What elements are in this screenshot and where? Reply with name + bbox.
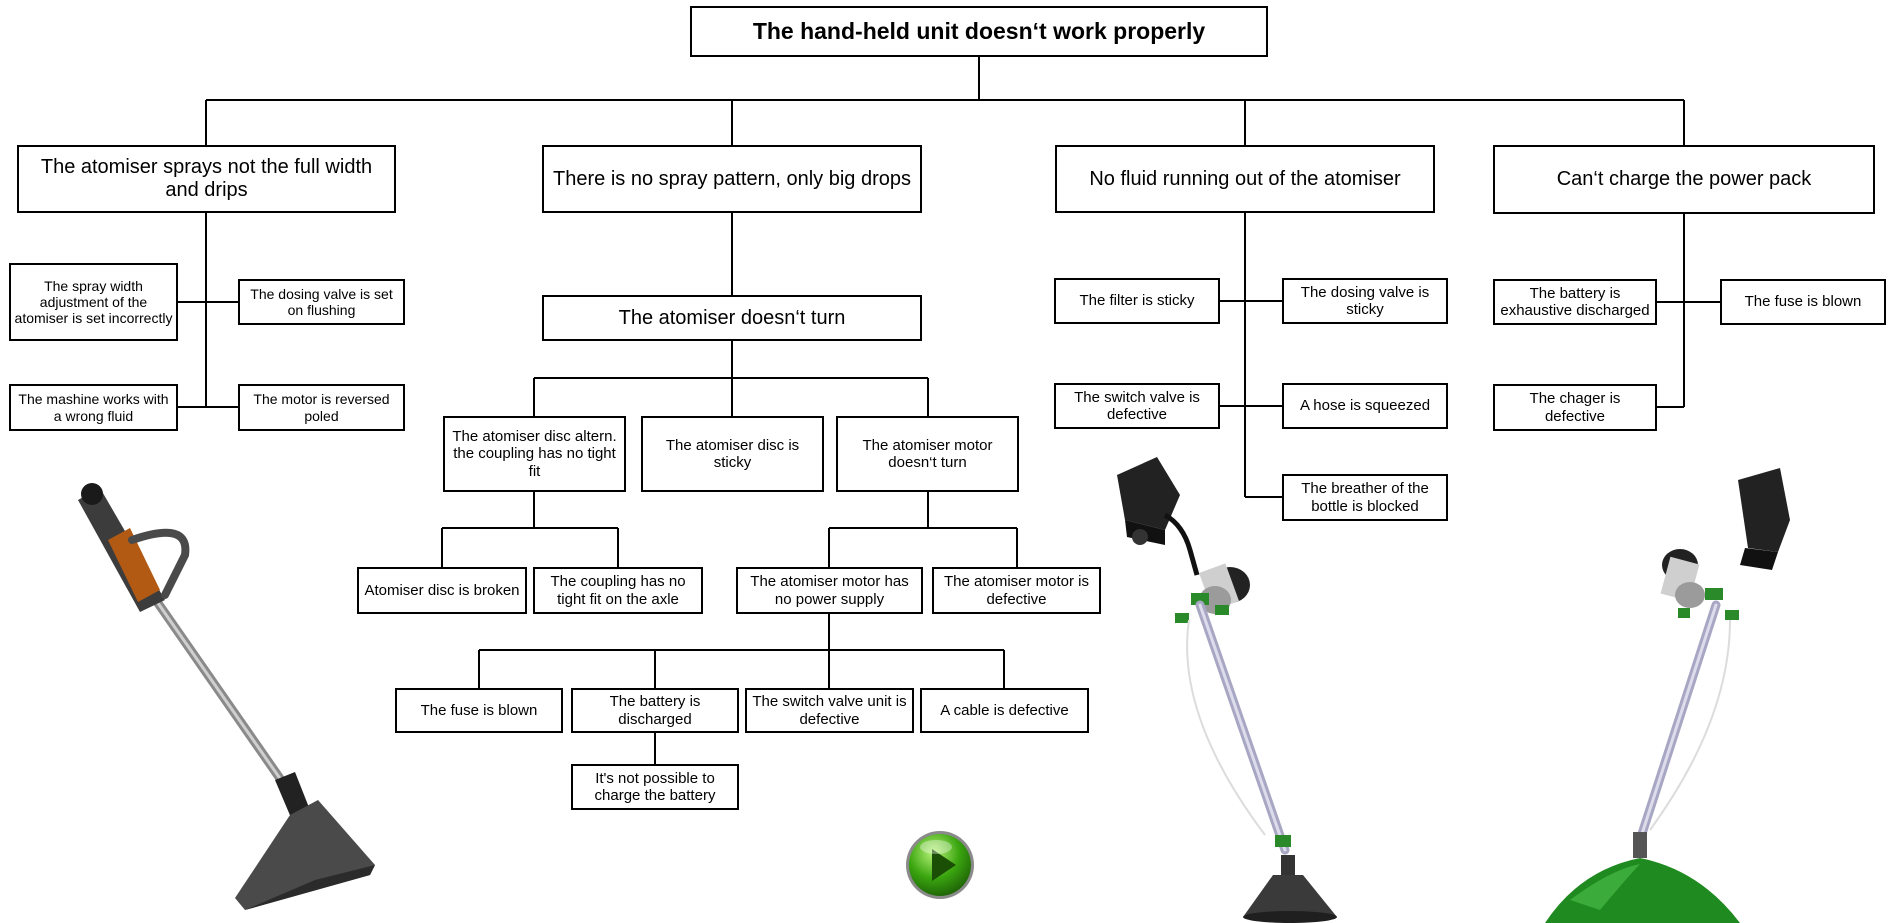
cause-cannot-charge-battery: It's not possible to charge the battery: [571, 764, 739, 810]
cause-disc-coupling-loose: The atomiser disc altern. the coupling h…: [443, 416, 626, 492]
sprayer-black-cone-illustration: [1117, 457, 1337, 923]
branch-spray-width: The atomiser sprays not the full width a…: [17, 145, 396, 213]
branch-no-fluid: No fluid running out of the atomiser: [1055, 145, 1435, 213]
cause-charger-defective: The chager is defective: [1493, 384, 1657, 431]
branch-cant-charge: Can‘t charge the power pack: [1493, 145, 1875, 214]
cause-fuse-blown: The fuse is blown: [395, 688, 563, 733]
cause-battery-discharged: The battery is discharged: [571, 688, 739, 733]
cause-power-fuse-blown: The fuse is blown: [1720, 279, 1886, 325]
cause-battery-exhaustive: The battery is exhaustive discharged: [1493, 279, 1657, 325]
cause-atomiser-doesnt-turn: The atomiser doesn‘t turn: [542, 295, 922, 341]
cause-disc-sticky: The atomiser disc is sticky: [641, 416, 824, 492]
cause-breather-blocked: The breather of the bottle is blocked: [1282, 474, 1448, 521]
cause-coupling-axle: The coupling has no tight fit on the axl…: [533, 567, 703, 614]
cause-motor-doesnt-turn: The atomiser motor doesn‘t turn: [836, 416, 1019, 492]
root-problem: The hand-held unit doesn‘t work properly: [690, 6, 1268, 57]
cause-spray-width-adjustment: The spray width adjustment of the atomis…: [9, 263, 178, 341]
cause-hose-squeezed: A hose is squeezed: [1282, 383, 1448, 429]
branch-no-spray-pattern: There is no spray pattern, only big drop…: [542, 145, 922, 213]
cause-dosing-valve-sticky: The dosing valve is sticky: [1282, 278, 1448, 324]
play-button-icon: [906, 831, 974, 899]
sprayer-green-dome-illustration: [1545, 468, 1790, 923]
cause-wrong-fluid: The mashine works with a wrong fluid: [9, 384, 178, 431]
cause-motor-no-power: The atomiser motor has no power supply: [736, 567, 923, 614]
handheld-sprayer-illustration: [78, 483, 375, 910]
cause-switch-valve-defective: The switch valve is defective: [1054, 383, 1220, 429]
cause-filter-sticky: The filter is sticky: [1054, 278, 1220, 324]
cause-disc-broken: Atomiser disc is broken: [357, 567, 527, 614]
cause-motor-reversed: The motor is reversed poled: [238, 384, 405, 431]
cause-motor-defective: The atomiser motor is defective: [932, 567, 1101, 614]
cause-cable-defective: A cable is defective: [920, 688, 1089, 733]
play-button[interactable]: [904, 829, 976, 901]
cause-switch-valve-unit: The switch valve unit is defective: [745, 688, 914, 733]
cause-dosing-valve-flushing: The dosing valve is set on flushing: [238, 279, 405, 325]
